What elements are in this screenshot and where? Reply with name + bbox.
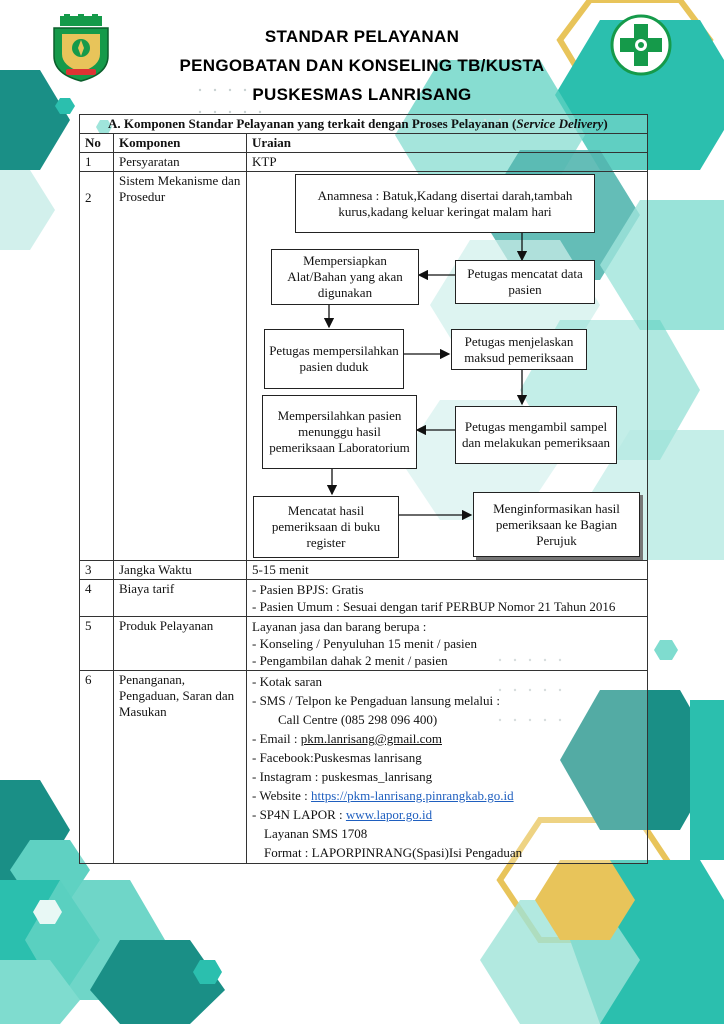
list-intro: Layanan jasa dan barang berupa : xyxy=(252,619,427,634)
list-item: - Pasien Umum : Sesuai dengan tarif PERB… xyxy=(252,599,616,614)
list-item: - Pengambilan dahak 2 menit / pasien xyxy=(252,653,448,668)
section-title: A. Komponen Standar Pelayanan yang terka… xyxy=(79,114,648,134)
pinrang-regency-emblem xyxy=(53,14,109,82)
list-item: - Email : pkm.lanrisang@gmail.com xyxy=(252,731,442,746)
flow-step-menjelaskan: Petugas menjelaskan maksud pemeriksaan xyxy=(451,329,587,370)
flowchart-cell: Anamnesa : Batuk,Kadang disertai darah,t… xyxy=(246,171,648,561)
section-header-row: A. Komponen Standar Pelayanan yang terka… xyxy=(79,114,648,134)
row-komponen: Biaya tarif xyxy=(113,579,247,617)
puskesmas-logo xyxy=(610,14,672,76)
title-line-2: PENGOBATAN DAN KONSELING TB/KUSTA xyxy=(179,56,545,75)
table-row: 6 Penanganan, Pengaduan, Saran dan Masuk… xyxy=(79,670,648,864)
lapor-link[interactable]: www.lapor.go.id xyxy=(345,807,433,822)
list-item: - Kotak saran xyxy=(252,674,323,689)
row-uraian: - Kotak saran - SMS / Telpon ke Pengadua… xyxy=(246,670,648,864)
list-item: - SP4N LAPOR : www.lapor.go.id xyxy=(252,807,433,822)
flow-step-mempersilahkan-duduk: Petugas mempersilahkan pasien duduk xyxy=(264,329,404,389)
row-komponen: Penanganan, Pengaduan, Saran dan Masukan xyxy=(113,670,247,864)
format-lapor: Format : LAPORPINRANG(Spasi)Isi Pengadua… xyxy=(264,845,523,860)
row-no: 2 xyxy=(79,171,114,561)
table-row: 5 Produk Pelayanan Layanan jasa dan bara… xyxy=(79,616,648,671)
row-uraian: KTP xyxy=(246,152,648,172)
list-item: - Facebook:Puskesmas lanrisang xyxy=(252,750,422,765)
flow-step-menginformasikan: Menginformasikan hasil pemeriksaan ke Ba… xyxy=(473,492,640,557)
section-title-italic: Service Delivery xyxy=(516,116,604,131)
row-komponen: Produk Pelayanan xyxy=(113,616,247,671)
call-centre: Call Centre (085 298 096 400) xyxy=(278,712,438,727)
flowchart-arrows xyxy=(323,233,528,521)
email-link[interactable]: pkm.lanrisang@gmail.com xyxy=(300,731,442,746)
flow-step-mempersiapkan: Mempersiapkan Alat/Bahan yang akan digun… xyxy=(271,249,419,305)
row-no: 1 xyxy=(79,152,114,172)
flow-step-mencatat-data: Petugas mencatat data pasien xyxy=(455,260,595,304)
flow-step-mengambil-sampel: Petugas mengambil sampel dan melakukan p… xyxy=(455,406,617,464)
flow-step-anamnesa: Anamnesa : Batuk,Kadang disertai darah,t… xyxy=(295,174,595,233)
list-item: - Pasien BPJS: Gratis xyxy=(252,582,364,597)
table-row: 3 Jangka Waktu 5-15 menit xyxy=(79,560,648,580)
row-no: 4 xyxy=(79,579,114,617)
website-link[interactable]: https://pkm-lanrisang.pinrangkab.go.id xyxy=(311,788,514,803)
procedure-flowchart: Anamnesa : Batuk,Kadang disertai darah,t… xyxy=(247,172,647,560)
list-item: - SMS / Telpon ke Pengaduan lansung mela… xyxy=(252,693,500,708)
row-uraian: 5-15 menit xyxy=(246,560,648,580)
title-line-3: PUSKESMAS LANRISANG xyxy=(252,85,472,104)
row-no: 6 xyxy=(79,670,114,864)
row-uraian: Layanan jasa dan barang berupa : - Konse… xyxy=(246,616,648,671)
table-row: 4 Biaya tarif - Pasien BPJS: Gratis - Pa… xyxy=(79,579,648,617)
service-standard-table: A. Komponen Standar Pelayanan yang terka… xyxy=(79,114,648,864)
list-item: - Website : https://pkm-lanrisang.pinran… xyxy=(252,788,514,803)
table-row: 2 Sistem Mekanisme dan Prosedur xyxy=(79,171,648,561)
row-komponen: Sistem Mekanisme dan Prosedur xyxy=(113,171,247,561)
row-no: 3 xyxy=(79,560,114,580)
list-item: - Konseling / Penyuluhan 15 menit / pasi… xyxy=(252,636,477,651)
col-header-komponen: Komponen xyxy=(113,133,247,153)
column-header-row: No Komponen Uraian xyxy=(79,133,648,153)
row-uraian: - Pasien BPJS: Gratis - Pasien Umum : Se… xyxy=(246,579,648,617)
flow-step-menunggu-hasil: Mempersilahkan pasien menunggu hasil pem… xyxy=(262,395,417,469)
title-line-1: STANDAR PELAYANAN xyxy=(264,27,460,46)
row-komponen: Persyaratan xyxy=(113,152,247,172)
col-header-uraian: Uraian xyxy=(246,133,648,153)
list-item: - Instagram : puskesmas_lanrisang xyxy=(252,769,433,784)
flow-step-mencatat-hasil: Mencatat hasil pemeriksaan di buku regis… xyxy=(253,496,399,558)
sms-lapor: Layanan SMS 1708 xyxy=(264,826,368,841)
row-komponen: Jangka Waktu xyxy=(113,560,247,580)
table-row: 1 Persyaratan KTP xyxy=(79,152,648,172)
row-no: 5 xyxy=(79,616,114,671)
col-header-no: No xyxy=(79,133,114,153)
